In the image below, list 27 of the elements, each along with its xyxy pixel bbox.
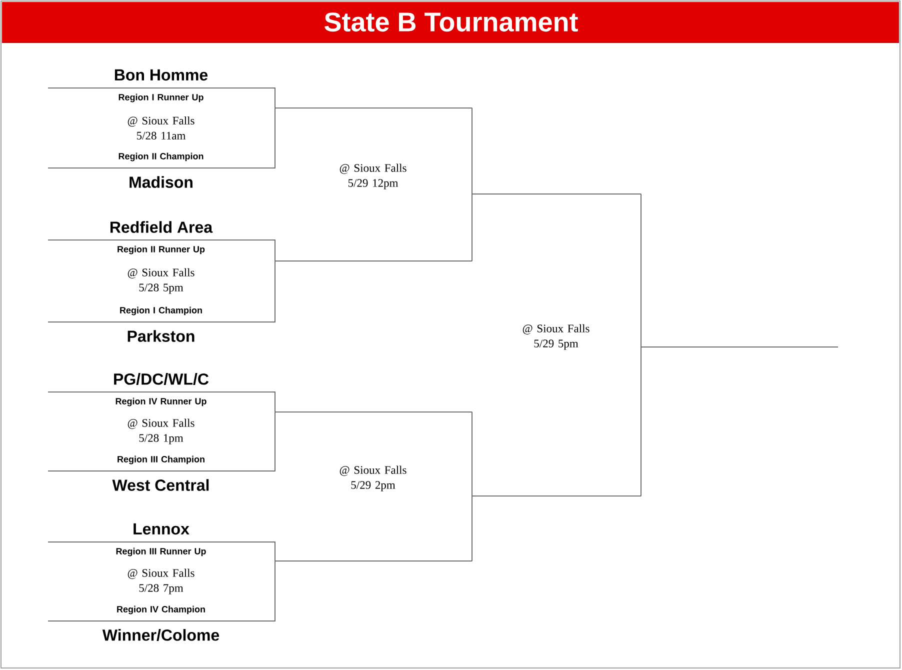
seed-label: Region II Champion	[118, 152, 204, 162]
team-name: Parkston	[128, 330, 194, 342]
seed-label: Region III Champion	[118, 456, 204, 464]
venue-time-label: @ Sioux Falls 5/28 7pm	[128, 568, 194, 594]
team-name: Redfield Area	[110, 221, 213, 233]
team-name: Winner/Colome	[102, 629, 220, 641]
seed-label: Region III Runner Up	[116, 548, 206, 556]
seed-label: Region IV Champion	[117, 606, 205, 614]
seed-label: Region IV Runner Up	[116, 398, 206, 406]
seed-label: Region II Runner Up	[118, 246, 205, 254]
venue-time-label: @ Sioux Falls 5/28 11am	[128, 116, 194, 140]
title-banner: State B Tournament	[2, 2, 899, 43]
venue-time-label: @ Sioux Falls 5/28 1pm	[128, 418, 194, 444]
seed-label: Region I Champion	[120, 306, 202, 316]
venue-time-label: @ Sioux Falls 5/29 5pm	[522, 324, 590, 350]
venue-time-label: @ Sioux Falls 5/29 2pm	[340, 466, 406, 492]
venue-time-label: @ Sioux Falls 5/28 5pm	[128, 268, 194, 294]
team-name: PG/DC/WL/C	[114, 373, 209, 385]
venue-time-label: @ Sioux Falls 5/29 12pm	[340, 164, 406, 190]
team-name: Bon Homme	[114, 69, 208, 81]
bracket-line	[274, 560, 473, 562]
team-name: West Central	[112, 479, 209, 491]
team-name: Lennox	[134, 523, 190, 535]
seed-label: Region I Runner Up	[118, 94, 204, 102]
bracket-line	[640, 346, 838, 348]
bracket-line	[274, 260, 473, 262]
team-name: Madison	[130, 176, 192, 188]
